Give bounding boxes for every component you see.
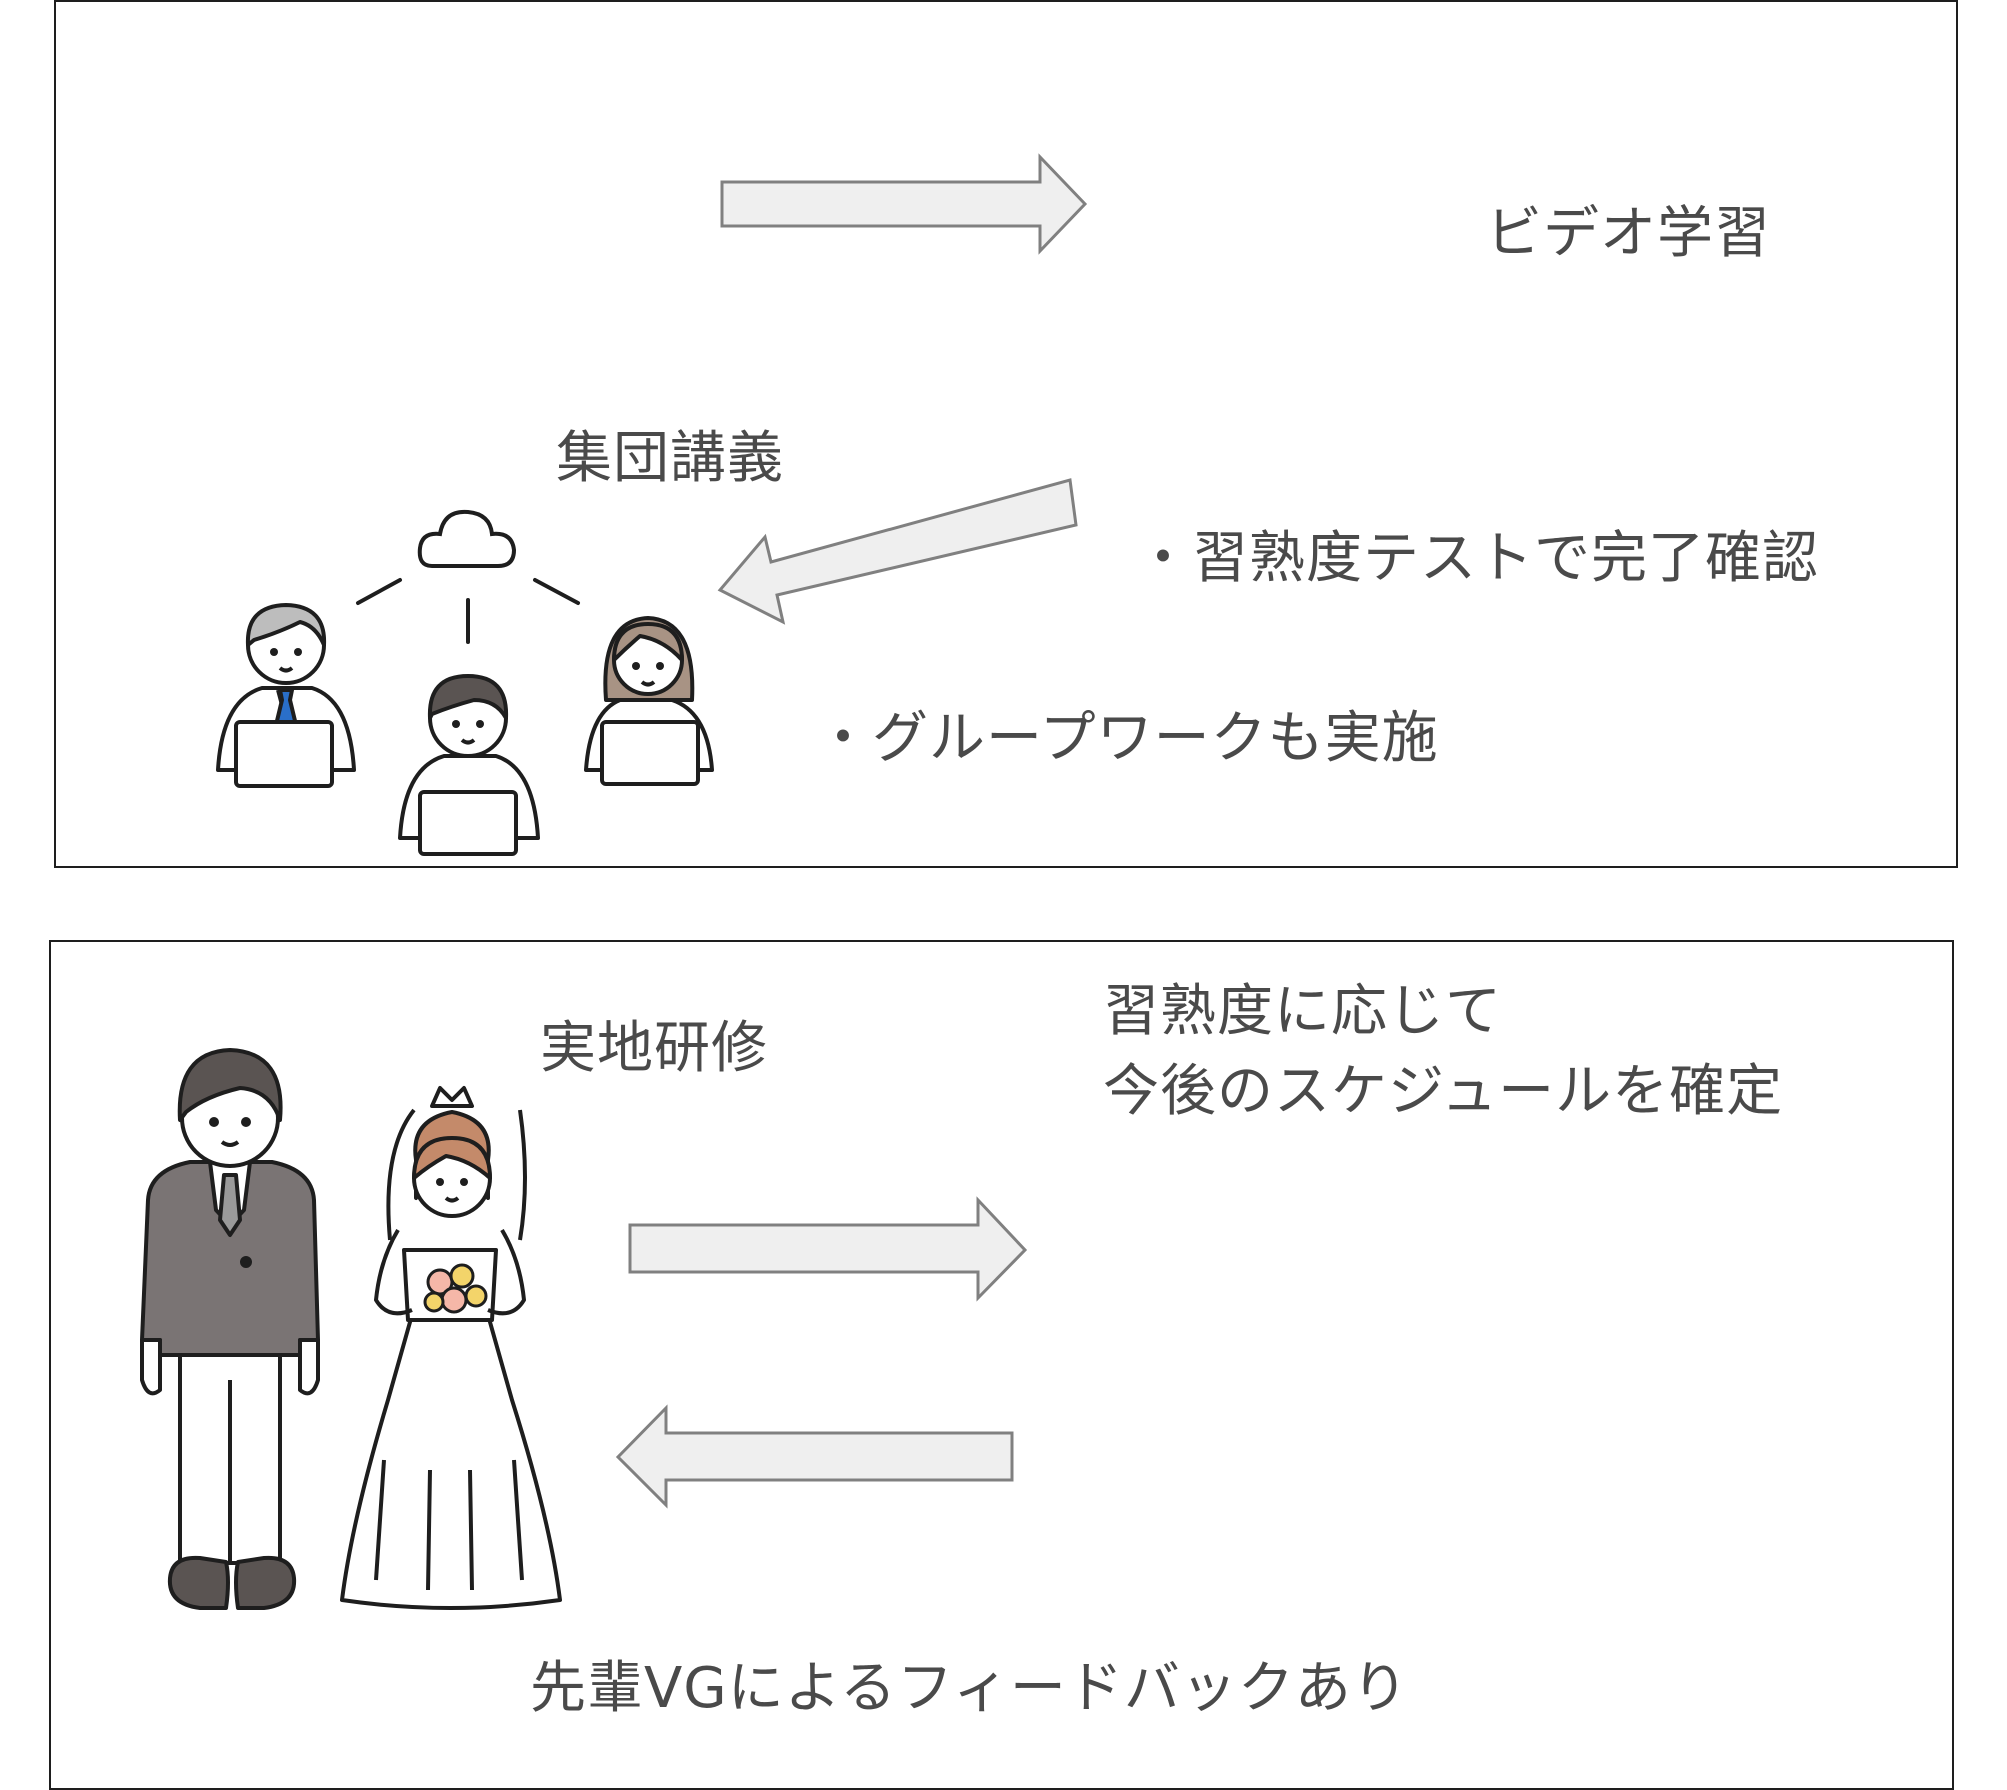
bottom-panel bbox=[49, 940, 1954, 1790]
feedback-label: 先輩VGによるフィードバックあり bbox=[530, 1656, 1409, 1721]
person-with-tie-icon bbox=[216, 603, 356, 788]
proficiency-test-label: ・習熟度テストで完了確認 bbox=[1135, 526, 1819, 591]
group-lecture-label: 集団講義 bbox=[556, 426, 784, 491]
schedule-line2-label: 今後のスケジュールを確定 bbox=[1103, 1059, 1784, 1124]
video-learning-label: ビデオ学習 bbox=[1486, 201, 1771, 266]
arrow-left-icon bbox=[717, 478, 1078, 625]
cloud-icon bbox=[356, 509, 580, 644]
arrow-left-icon bbox=[615, 1404, 1014, 1509]
arrow-right-icon bbox=[628, 1196, 1028, 1302]
schedule-line1-label: 習熟度に応じて bbox=[1103, 979, 1502, 1044]
person-center-icon bbox=[398, 674, 540, 856]
person-woman-icon bbox=[584, 616, 714, 786]
bride-icon bbox=[340, 1086, 562, 1610]
top-panel bbox=[54, 0, 1958, 868]
field-training-label: 実地研修 bbox=[540, 1016, 768, 1081]
groom-icon bbox=[140, 1048, 320, 1610]
group-work-label: ・グループワークも実施 bbox=[815, 706, 1439, 771]
arrow-right-icon bbox=[720, 153, 1088, 255]
